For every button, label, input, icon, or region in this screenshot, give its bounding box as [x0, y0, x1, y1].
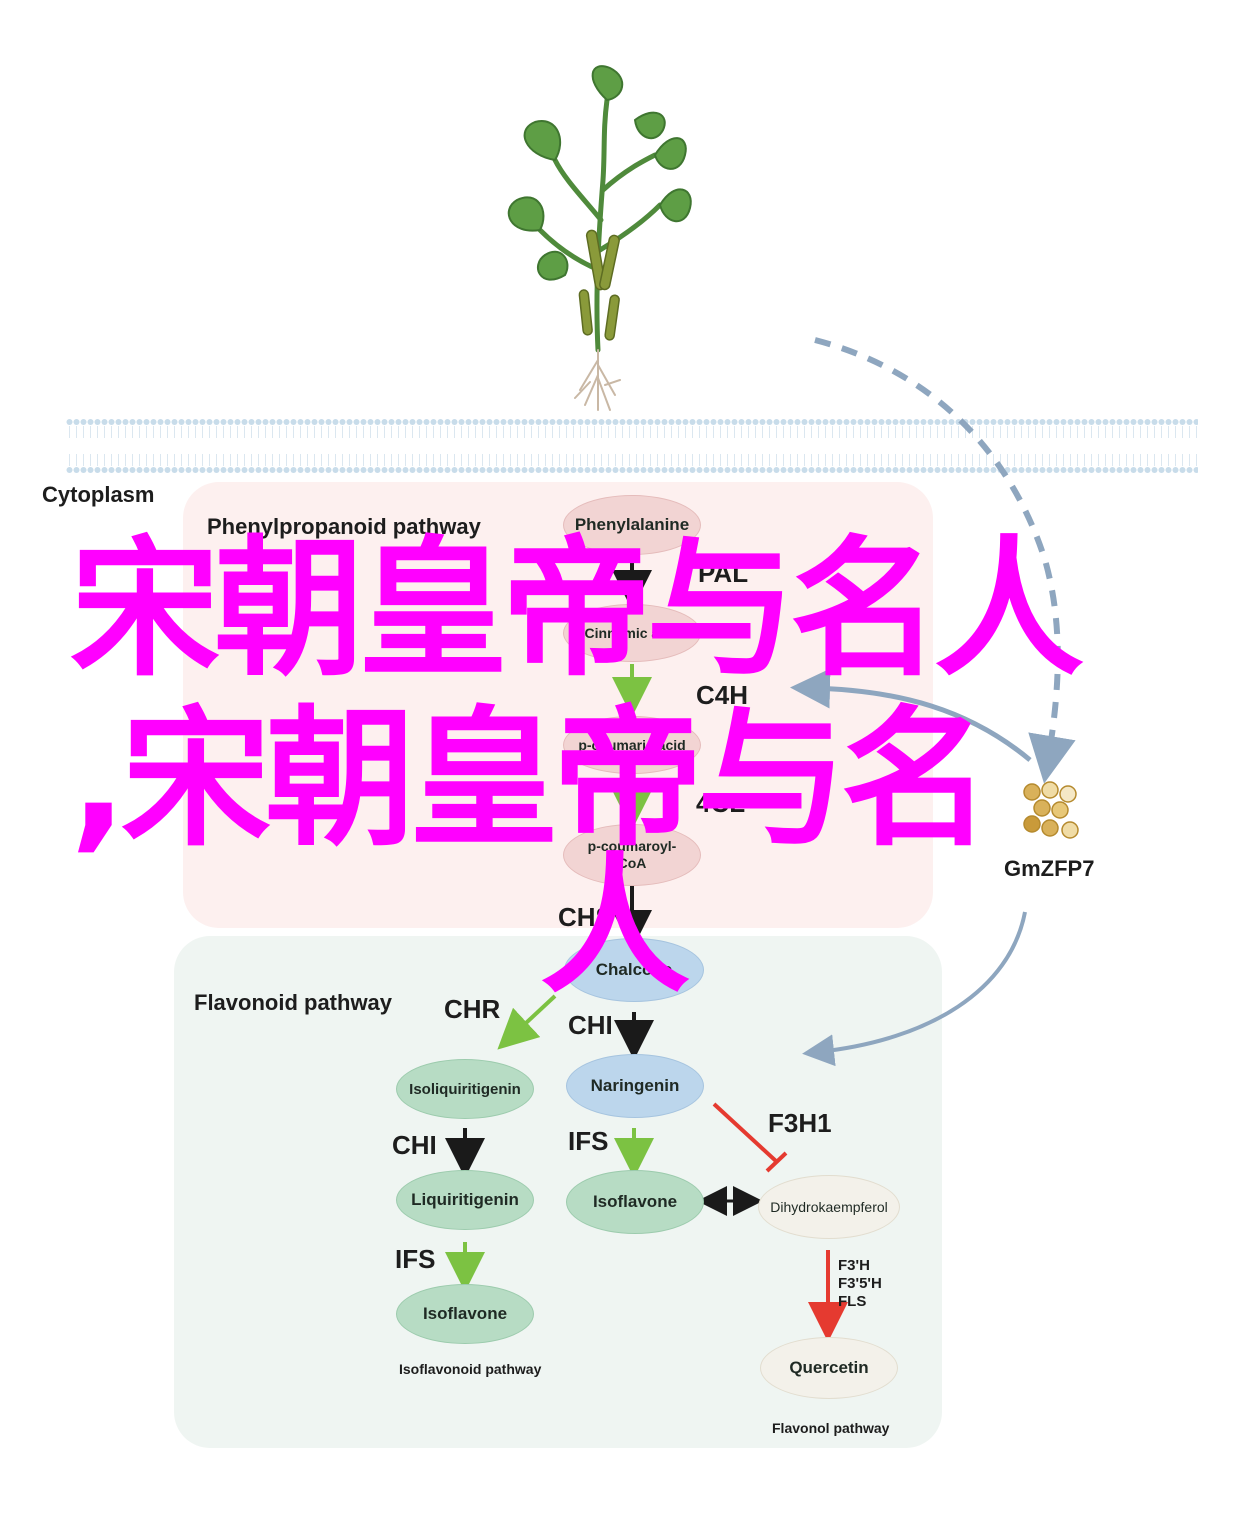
enzyme-chs: CHS [558, 902, 613, 932]
node-isoliquiritigenin: Isoliquiritigenin [396, 1059, 534, 1119]
enzyme-f3-h: F3'H [838, 1257, 870, 1274]
enzyme-fls: FLS [838, 1293, 867, 1310]
chr-arrow [497, 994, 557, 1050]
enzyme-chi-left: CHI [392, 1130, 437, 1160]
coumaroyl-line1: p-coumaroyl- [587, 838, 677, 854]
enzyme-c4h: C4H [696, 680, 749, 710]
gmzfp7-to-flavonoid-arrow [802, 911, 1027, 1067]
phenylpropanoid-title: Phenylpropanoid pathway [207, 514, 481, 539]
regulator-label: GmZFP7 [1004, 856, 1095, 881]
node-isoflavone-mid: Isoflavone [566, 1170, 704, 1234]
membrane-dashed-arrow [814, 337, 1076, 784]
enzyme-chi-mid: CHI [568, 1010, 613, 1040]
enzyme-ifs-left: IFS [395, 1244, 436, 1274]
node-coumaroyl-coa: p-coumaroyl- CoA [563, 824, 701, 886]
node-liquiritigenin: Liquiritigenin [396, 1170, 534, 1230]
node-naringenin: Naringenin [566, 1054, 704, 1118]
enzyme-4cl: 4CL [696, 788, 746, 818]
enzyme-f3h1: F3H1 [768, 1108, 832, 1138]
gmzfp7-to-c4h-arrow [790, 668, 1032, 762]
enzyme-pal: PAL [698, 558, 749, 588]
caption-flavonol: Flavonol pathway [772, 1420, 890, 1436]
cytoplasm-label: Cytoplasm [42, 482, 155, 507]
enzyme-chr: CHR [444, 994, 501, 1024]
enzyme-f3-5-h: F3'5'H [838, 1275, 882, 1292]
flavonoid-title: Flavonoid pathway [194, 990, 393, 1015]
overlay-text-line3: 人 [540, 840, 691, 1014]
overlay-text-line2: ,宋朝皇帝与名 [70, 693, 991, 867]
soybean-plant-icon [507, 65, 692, 411]
coumaroyl-line2: CoA [617, 855, 647, 871]
overlay-text-line1: 宋朝皇帝与名人 [70, 523, 1084, 697]
seed-cluster-icon [1023, 781, 1079, 839]
enzyme-ifs-mid: IFS [568, 1126, 609, 1156]
f3h1-inhibition [712, 1102, 779, 1164]
caption-isoflavonoid: Isoflavonoid pathway [399, 1361, 542, 1377]
node-cinnamic-acid: Cinnamic acid [563, 604, 701, 662]
node-quercetin: Quercetin [760, 1337, 898, 1399]
node-coumaric-acid: p-coumaric acid [563, 716, 701, 774]
node-chalcone: Chalcone [564, 938, 704, 1002]
node-phenylalanine: Phenylalanine [563, 495, 701, 555]
cell-membrane-icon [66, 418, 1198, 474]
node-dihydrokaempferol: Dihydrokaempferol [758, 1175, 900, 1239]
node-isoflavone-left: Isoflavone [396, 1284, 534, 1344]
